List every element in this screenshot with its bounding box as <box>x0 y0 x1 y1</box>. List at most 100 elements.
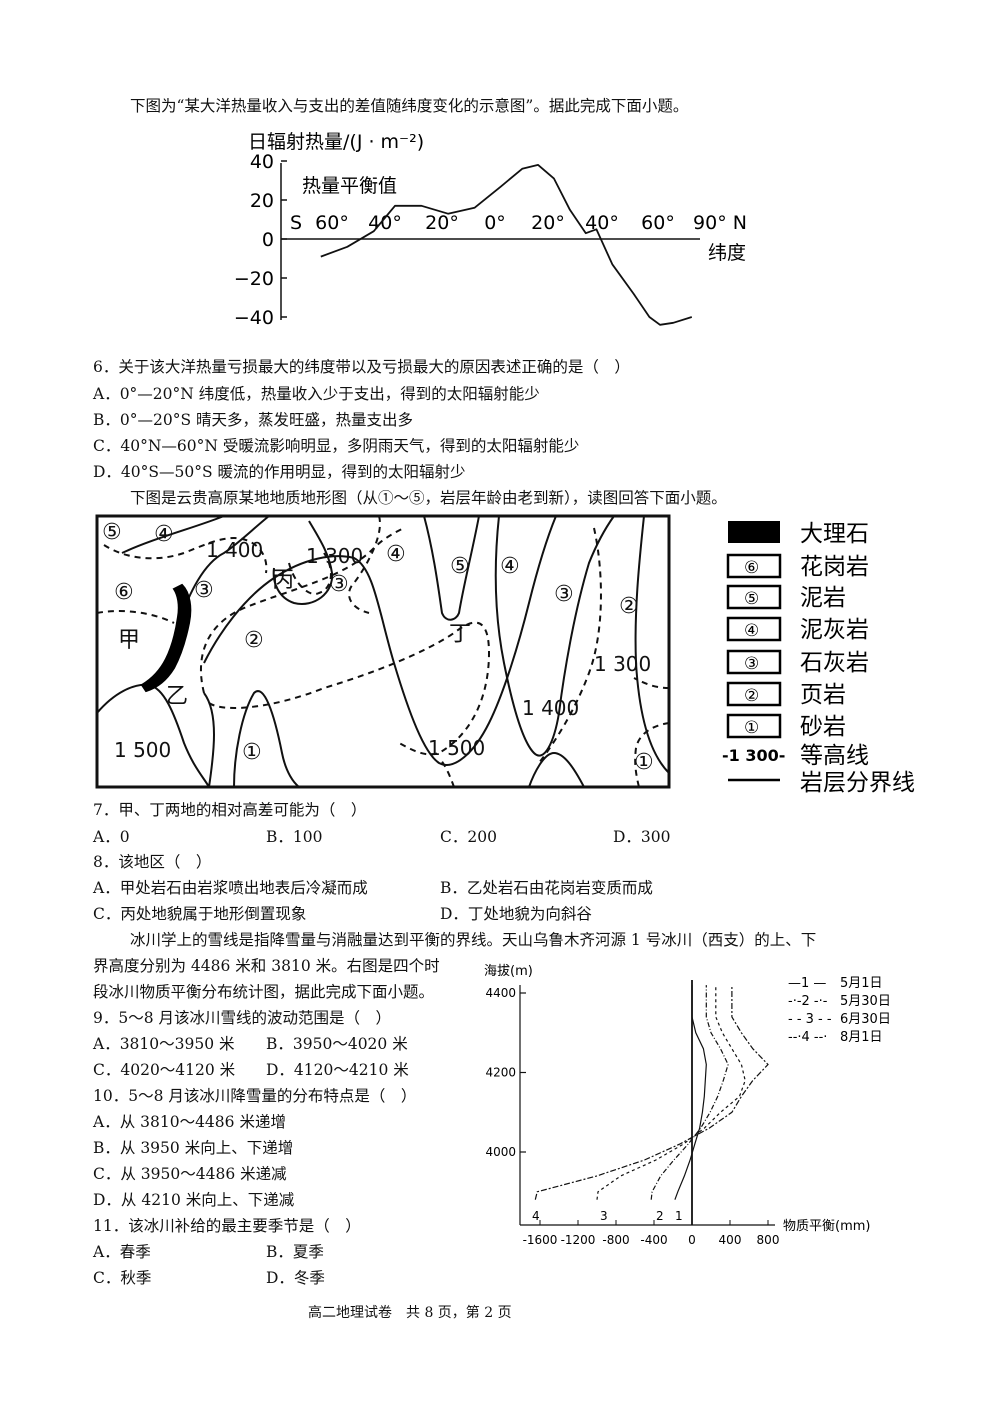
legend-limestone-swatch <box>726 649 782 675</box>
marble-band <box>140 583 192 693</box>
map-label-r3a: ③ <box>194 578 214 603</box>
curve-label-4: 4 <box>532 1209 540 1223</box>
map-label-r6: ⑥ <box>114 580 134 605</box>
chart1-series-line <box>320 164 693 326</box>
legend-mudstone-symbol: ⑤ <box>744 589 759 609</box>
legend2-symbol-2: -·-2 -·- <box>788 994 828 1009</box>
chart2-legend: —1 — 5月1日 -·-2 -·- 5月30日 - - 3 - - 6月30日… <box>788 976 891 1045</box>
map-label-r1a: ① <box>242 740 262 765</box>
legend-granite-swatch <box>726 553 782 579</box>
chart1-ytick-label: 0 <box>262 229 274 251</box>
q10-option-a[interactable]: A．从 3810～4486 米递增 <box>93 1113 286 1131</box>
page-footer: 高二地理试卷 共 8 页，第 2 页 <box>308 1305 512 1321</box>
chart2-curve-labels: 1 2 3 4 <box>532 1209 683 1223</box>
q11-option-b[interactable]: B．夏季 <box>266 1243 324 1261</box>
chart2-plot <box>534 985 769 1200</box>
legend-contour-symbol: -1 300- <box>722 746 785 765</box>
legend-sandstone-symbol: ① <box>744 718 759 738</box>
legend-mudstone-swatch <box>726 584 782 610</box>
q11-option-c[interactable]: C．秋季 <box>93 1269 152 1287</box>
map-contour-1400a: 1 400 <box>206 538 263 562</box>
legend2-symbol-1: —1 — <box>788 976 826 991</box>
q6-option-a[interactable]: A．0°—20°N 纬度低，热量收入少于支出，得到的太阳辐射能少 <box>93 385 540 403</box>
map-label-ding: 丁 <box>449 622 471 647</box>
map-label-r2b: ② <box>619 594 639 619</box>
legend-granite-label: 花岗岩 <box>800 554 869 580</box>
q9-option-b[interactable]: B．3950～4020 米 <box>266 1035 408 1053</box>
q9-option-d[interactable]: D．4120～4210 米 <box>266 1061 409 1079</box>
chart1-xtick-label: 60° <box>315 212 349 234</box>
chart2-series-4 <box>534 985 769 1200</box>
map-contour-1300b: 1 300 <box>594 652 651 676</box>
q10-option-c[interactable]: C．从 3950～4486 米递减 <box>93 1165 287 1183</box>
chart2-xtick-label: -400 <box>640 1233 667 1247</box>
legend2-symbol-4: --·4 --· <box>788 1030 827 1045</box>
q7-option-b[interactable]: B．100 <box>266 828 323 846</box>
chart1-ytick-label: 40 <box>250 151 274 173</box>
chart1-ytick-label: −40 <box>234 307 274 329</box>
intro-text-3-line3: 段冰川物质平衡分布统计图，据此完成下面小题。 <box>93 983 435 1001</box>
q7-option-a[interactable]: A．0 <box>93 828 130 846</box>
legend-mudstone-label: 泥岩 <box>800 585 846 611</box>
map-label-r4c: ④ <box>500 554 520 579</box>
chart2-xtick-label: -800 <box>602 1233 629 1247</box>
q8-option-a[interactable]: A．甲处岩石由岩浆喷出地表后冷凝而成 <box>93 879 368 897</box>
q10-option-b[interactable]: B．从 3950 米向上、下递增 <box>93 1139 294 1157</box>
q10-stem: 10．5～8 月该冰川降雪量的分布特点是（ ） <box>93 1087 417 1105</box>
chart1-xtick-label: 20° <box>531 212 565 234</box>
legend-limestone-label: 石灰岩 <box>800 650 869 676</box>
legend-marl-symbol: ④ <box>744 621 759 641</box>
map-contour-1300a: 1 300 <box>306 544 363 568</box>
legend-marble-swatch <box>728 521 780 543</box>
q10-option-d[interactable]: D．从 4210 米向上、下递减 <box>93 1191 295 1209</box>
q6-option-c[interactable]: C．40°N—60°N 受暖流影响明显，多阴雨天气，得到的太阳辐射能少 <box>93 437 580 455</box>
map-frame <box>95 514 671 789</box>
q11-option-a[interactable]: A．春季 <box>93 1243 151 1261</box>
chart1-xtick-label: 20° <box>425 212 459 234</box>
chart2-series-2 <box>650 985 729 1200</box>
legend-boundary-label: 岩层分界线 <box>800 770 915 796</box>
chart2-xtick-label: -1200 <box>561 1233 596 1247</box>
q8-option-d[interactable]: D．丁处地貌为向斜谷 <box>440 905 592 923</box>
q9-option-c[interactable]: C．4020～4120 米 <box>93 1061 236 1079</box>
rock-boundaries <box>96 515 670 788</box>
chart2-xtick-label: -1600 <box>523 1233 558 1247</box>
legend-granite-symbol: ⑥ <box>744 558 759 578</box>
q6-option-b[interactable]: B．0°—20°S 晴天多，蒸发旺盛，热量支出多 <box>93 411 414 429</box>
legend-shale-symbol: ② <box>744 686 759 706</box>
q8-option-c[interactable]: C．丙处地貌属于地形倒置现象 <box>93 905 307 923</box>
legend-contour-label: 等高线 <box>800 743 869 769</box>
map-label-r4b: ④ <box>386 542 406 567</box>
chart1-plot <box>320 164 693 326</box>
map-labels: ⑤ ④ 1 400 1 300 ④ ⑤ ④ ⑥ ③ 丙 ③ ③ ② 甲 丁 ② … <box>102 520 654 775</box>
q11-stem: 11．该冰川补给的最主要季节是（ ） <box>93 1217 361 1235</box>
q8-option-b[interactable]: B．乙处岩石由花岗岩变质而成 <box>440 879 653 897</box>
legend-shale-label: 页岩 <box>800 682 846 708</box>
legend2-label-4: 8月1日 <box>840 1030 883 1045</box>
map-contour-1500a: 1 500 <box>114 738 171 762</box>
chart2-xtick-label: 800 <box>757 1233 780 1247</box>
legend2-label-1: 5月1日 <box>840 976 883 991</box>
map-label-r5b: ⑤ <box>450 554 470 579</box>
map-label-r5a: ⑤ <box>102 520 122 545</box>
legend-limestone-symbol: ③ <box>744 654 759 674</box>
q7-option-d[interactable]: D．300 <box>613 828 671 846</box>
map-label-yi: 乙 <box>166 684 188 709</box>
q6-stem: 6．关于该大洋热量亏损最大的纬度带以及亏损最大的原因表述正确的是（ ） <box>93 358 630 376</box>
chart2-xtick-label: 400 <box>719 1233 742 1247</box>
chart2-series-3 <box>596 985 746 1200</box>
chart1-xtick-label: 0° <box>484 212 506 234</box>
q7-option-c[interactable]: C．200 <box>440 828 497 846</box>
q11-option-d[interactable]: D．冬季 <box>266 1269 325 1287</box>
map-contour-1400b: 1 400 <box>522 696 579 720</box>
chart1-inner-label: 热量平衡值 <box>302 175 397 197</box>
legend-marl-swatch <box>726 616 782 642</box>
q6-option-d[interactable]: D．40°S—50°S 暖流的作用明显，得到的太阳辐射少 <box>93 463 466 481</box>
chart1-xtick-label: 40° <box>585 212 619 234</box>
q9-option-a[interactable]: A．3810～3950 米 <box>93 1035 235 1053</box>
intro-text-2: 下图是云贵高原某地地质地形图（从①～⑤，岩层年龄由老到新），读图回答下面小题。 <box>130 489 727 507</box>
